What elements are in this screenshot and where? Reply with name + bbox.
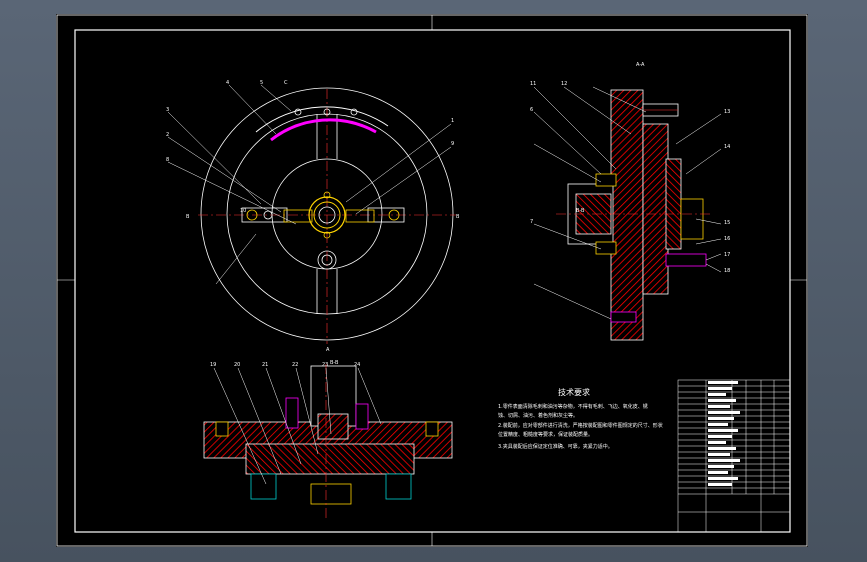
callout: 8 (166, 157, 169, 163)
callout: 22 (292, 362, 298, 368)
parts-list-cell-text (708, 381, 738, 384)
parts-list-cell-text (708, 471, 728, 474)
parts-list-cell-text (708, 387, 732, 390)
section-label-b: B-B (576, 208, 585, 214)
section-title-a: A-A (636, 62, 645, 68)
tech-req-line: 3.夹具装配后应保证定位准确、可靠，夹紧力适中。 (498, 443, 613, 450)
title-block (677, 379, 791, 533)
callout: 6 (530, 107, 533, 113)
callout: 12 (561, 81, 567, 87)
parts-list-cell-text (708, 441, 726, 444)
parts-list-cell-text (708, 477, 738, 480)
parts-list-cell-text (708, 411, 740, 414)
top-view-callouts: 4 5 3 2 8 1 9 10 (166, 80, 454, 214)
callout: 10 (240, 208, 246, 214)
callout: 18 (724, 268, 730, 274)
drawing-sheet: B B C A 4 5 3 2 8 1 9 10 B-B A-A (56, 14, 808, 547)
parts-list-cell-text (708, 423, 728, 426)
tech-req-line: 2.装配前，应对零部件进行清洗，严格按装配图和零件图规定的尺寸、形状 (498, 422, 663, 429)
tech-req-title: 技术要求 (558, 387, 590, 397)
tech-req-line: 蚀、切屑、油污、着色剂和灰尘等。 (498, 412, 578, 419)
callout: 3 (166, 107, 169, 113)
parts-list-cell-text (708, 447, 736, 450)
callout: 14 (724, 144, 730, 150)
parts-list-cell-text (708, 465, 734, 468)
section-view-right: B-B A-A (533, 62, 722, 341)
parts-list-cell-text (708, 405, 730, 408)
callout: 24 (354, 362, 360, 368)
drawing-frame (56, 14, 808, 547)
callout: 13 (724, 109, 730, 115)
mark-a: A (326, 347, 330, 353)
parts-list-cell-text (708, 393, 726, 396)
cad-drawing: B B C A 4 5 3 2 8 1 9 10 B-B A-A (56, 14, 808, 547)
mark-b-right: B (456, 214, 460, 220)
tech-requirements: 技术要求 1.零件表面清除毛刺和油污等杂物，不得有毛刺、飞边、氧化皮、锈 蚀、切… (498, 387, 663, 450)
parts-list-cell-text (708, 483, 732, 486)
front-view-bottom: B-B (203, 360, 453, 519)
callout: 4 (226, 80, 229, 86)
parts-list-cell-text (708, 435, 732, 438)
callout: 2 (166, 132, 169, 138)
callout: 9 (451, 141, 454, 147)
front-view-callouts: 19 20 21 22 23 24 (210, 362, 360, 368)
mark-b-left: B (186, 214, 190, 220)
parts-list-cell-text (708, 453, 730, 456)
mark-c: C (284, 80, 288, 86)
top-view: B B C A (167, 80, 460, 353)
callout: 11 (530, 81, 536, 87)
parts-list-cell-text (708, 417, 734, 420)
callout: 17 (724, 252, 730, 258)
parts-list-cell-text (708, 399, 736, 402)
callout: 19 (210, 362, 216, 368)
section-title-b: B-B (330, 360, 339, 366)
callout: 23 (322, 362, 328, 368)
callout: 16 (724, 236, 730, 242)
parts-list-cell-text (708, 459, 740, 462)
callout: 15 (724, 220, 730, 226)
callout: 1 (451, 118, 454, 124)
callout: 5 (260, 80, 263, 86)
tech-req-line: 1.零件表面清除毛刺和油污等杂物，不得有毛刺、飞边、氧化皮、锈 (498, 403, 648, 410)
callout: 21 (262, 362, 268, 368)
section-view-callouts: 11 12 13 14 6 7 15 16 17 18 (530, 81, 730, 274)
tech-req-line: 位置精度、粗糙度等要求，保证装配质量。 (498, 431, 593, 438)
callout: 7 (530, 219, 533, 225)
parts-list-cell-text (708, 429, 738, 432)
callout: 20 (234, 362, 240, 368)
